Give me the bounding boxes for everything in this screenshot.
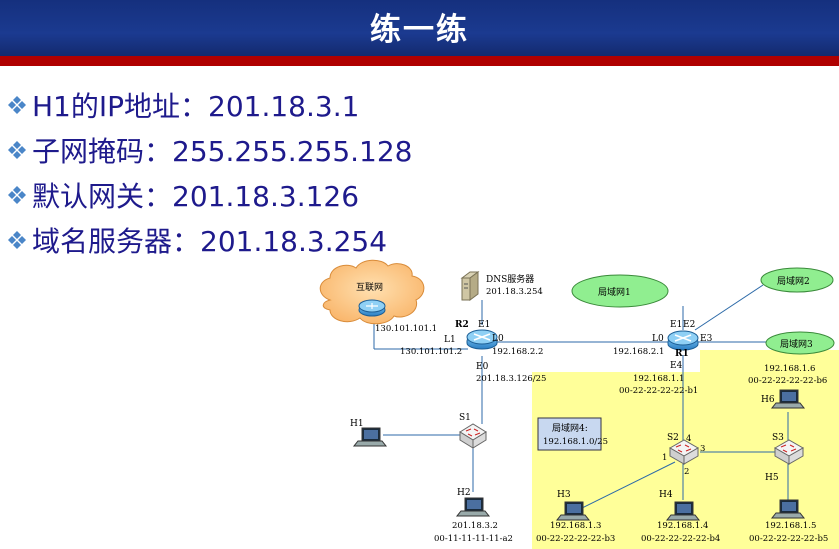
- r1-l0-ip: 192.168.2.1: [613, 347, 664, 357]
- h2-label: H2: [457, 488, 471, 498]
- s2-port-3: 3: [700, 444, 705, 454]
- h4-label: H4: [659, 490, 673, 500]
- r1-e2-label: E2: [683, 320, 695, 330]
- diamond-bullet-icon: [8, 185, 26, 204]
- r2-e1-label: E1: [478, 320, 490, 330]
- lan2-label: 局域网2: [777, 275, 810, 287]
- bullet-text: 域名服务器：201.18.3.254: [32, 224, 388, 258]
- lan3-ellipse: [765, 331, 835, 355]
- r2-e0-label: E0: [476, 362, 489, 372]
- r2-name: R2: [455, 320, 469, 330]
- bullet-item-mask: 子网掩码：255.255.255.128: [6, 127, 412, 172]
- bullet-item-ip: H1的IP地址：201.18.3.1: [6, 82, 412, 127]
- switch-s2-icon: [668, 439, 700, 465]
- h5-mac: 00-22-22-22-22-b5: [749, 534, 828, 544]
- router-r1-icon: [667, 330, 699, 351]
- h4-mac: 00-22-22-22-22-b4: [641, 534, 720, 544]
- lan1-label: 局域网1: [598, 286, 631, 298]
- link-lan2-r1: [694, 284, 764, 331]
- r1-e4-label: E4: [670, 361, 683, 371]
- dns-server-icon: [460, 271, 480, 301]
- internet-cloud: 互联网: [319, 259, 425, 325]
- bullet-text: H1的IP地址：201.18.3.1: [32, 89, 360, 123]
- r2-l0-label: L0: [492, 334, 504, 344]
- r2-l1-ip: 130.101.101.2: [400, 347, 462, 357]
- r1-e3-label: E3: [700, 334, 713, 344]
- h6-mac: 00-22-22-22-22-b6: [748, 376, 827, 386]
- diamond-bullet-icon: [8, 95, 26, 114]
- host-h6-icon: [770, 389, 806, 409]
- h6-ip: 192.168.1.6: [764, 364, 815, 374]
- bullet-item-gateway: 默认网关：201.18.3.126: [6, 172, 412, 217]
- diamond-bullet-icon: [8, 140, 26, 159]
- lan4-label-box: [537, 417, 602, 451]
- r2-e0-ip: 201.18.3.126/25: [476, 374, 546, 384]
- switch-s1-icon: [459, 423, 487, 449]
- links: [373, 284, 789, 511]
- title-divider: [0, 56, 839, 66]
- s2-label: S2: [667, 433, 679, 443]
- dns-ip: 201.18.3.254: [486, 287, 543, 297]
- slide-title: 练一练: [370, 12, 469, 48]
- title-bar: [0, 0, 839, 56]
- h2-mac: 00-11-11-11-11-a2: [434, 534, 513, 544]
- bullet-text: 子网掩码：255.255.255.128: [32, 134, 413, 168]
- bullet-item-dns: 域名服务器：201.18.3.254: [6, 217, 412, 262]
- h3-mac: 00-22-22-22-22-b3: [536, 534, 615, 544]
- h2-ip: 201.18.3.2: [452, 521, 498, 531]
- s2-port-1: 1: [662, 453, 667, 463]
- lan2-ellipse: [760, 267, 834, 293]
- r1-name: R1: [675, 349, 689, 359]
- s2-port-4: 4: [686, 434, 691, 444]
- internet-label: 互联网: [356, 282, 383, 293]
- s1-label: S1: [459, 413, 471, 423]
- s2-port-2: 2: [684, 467, 689, 477]
- r2-l1-ip-top: 130.101.101.1: [375, 324, 437, 334]
- h5-label: H5: [765, 473, 779, 483]
- host-h3-icon: [555, 501, 591, 521]
- r2-l1-label: L1: [444, 335, 456, 345]
- bullet-list: H1的IP地址：201.18.3.1 子网掩码：255.255.255.128 …: [6, 82, 412, 262]
- host-h2-icon: [455, 497, 491, 517]
- r2-l0-ip: 192.168.2.2: [492, 347, 543, 357]
- h4-ip: 192.168.1.4: [657, 521, 708, 531]
- h5-ip: 192.168.1.5: [765, 521, 816, 531]
- bullet-text: 默认网关：201.18.3.126: [32, 179, 360, 213]
- r1-e4-mac: 00-22-22-22-22-b1: [619, 386, 698, 396]
- host-h5-icon: [770, 499, 806, 519]
- s3-label: S3: [772, 433, 784, 443]
- r1-l0-label: L0: [652, 334, 664, 344]
- h3-ip: 192.168.1.3: [550, 521, 601, 531]
- host-h4-icon: [665, 501, 701, 521]
- dns-label: DNS服务器: [486, 273, 534, 285]
- lan4-label: 局域网4:: [552, 422, 588, 434]
- switch-s3-icon: [773, 439, 805, 465]
- r1-e4-ip: 192.168.1.1: [633, 374, 684, 384]
- lan3-label: 局域网3: [780, 338, 813, 350]
- lan1-ellipse: [571, 274, 669, 308]
- diamond-bullet-icon: [8, 230, 26, 249]
- h3-label: H3: [557, 490, 571, 500]
- lan4-net: 192.168.1.0/25: [543, 437, 608, 447]
- router-r2-icon: [466, 329, 498, 350]
- link-s2-h3: [577, 461, 676, 511]
- host-h1-icon: [352, 427, 388, 447]
- r1-e1-label: E1: [670, 320, 682, 330]
- h1-label: H1: [350, 419, 364, 429]
- h6-label: H6: [761, 395, 775, 405]
